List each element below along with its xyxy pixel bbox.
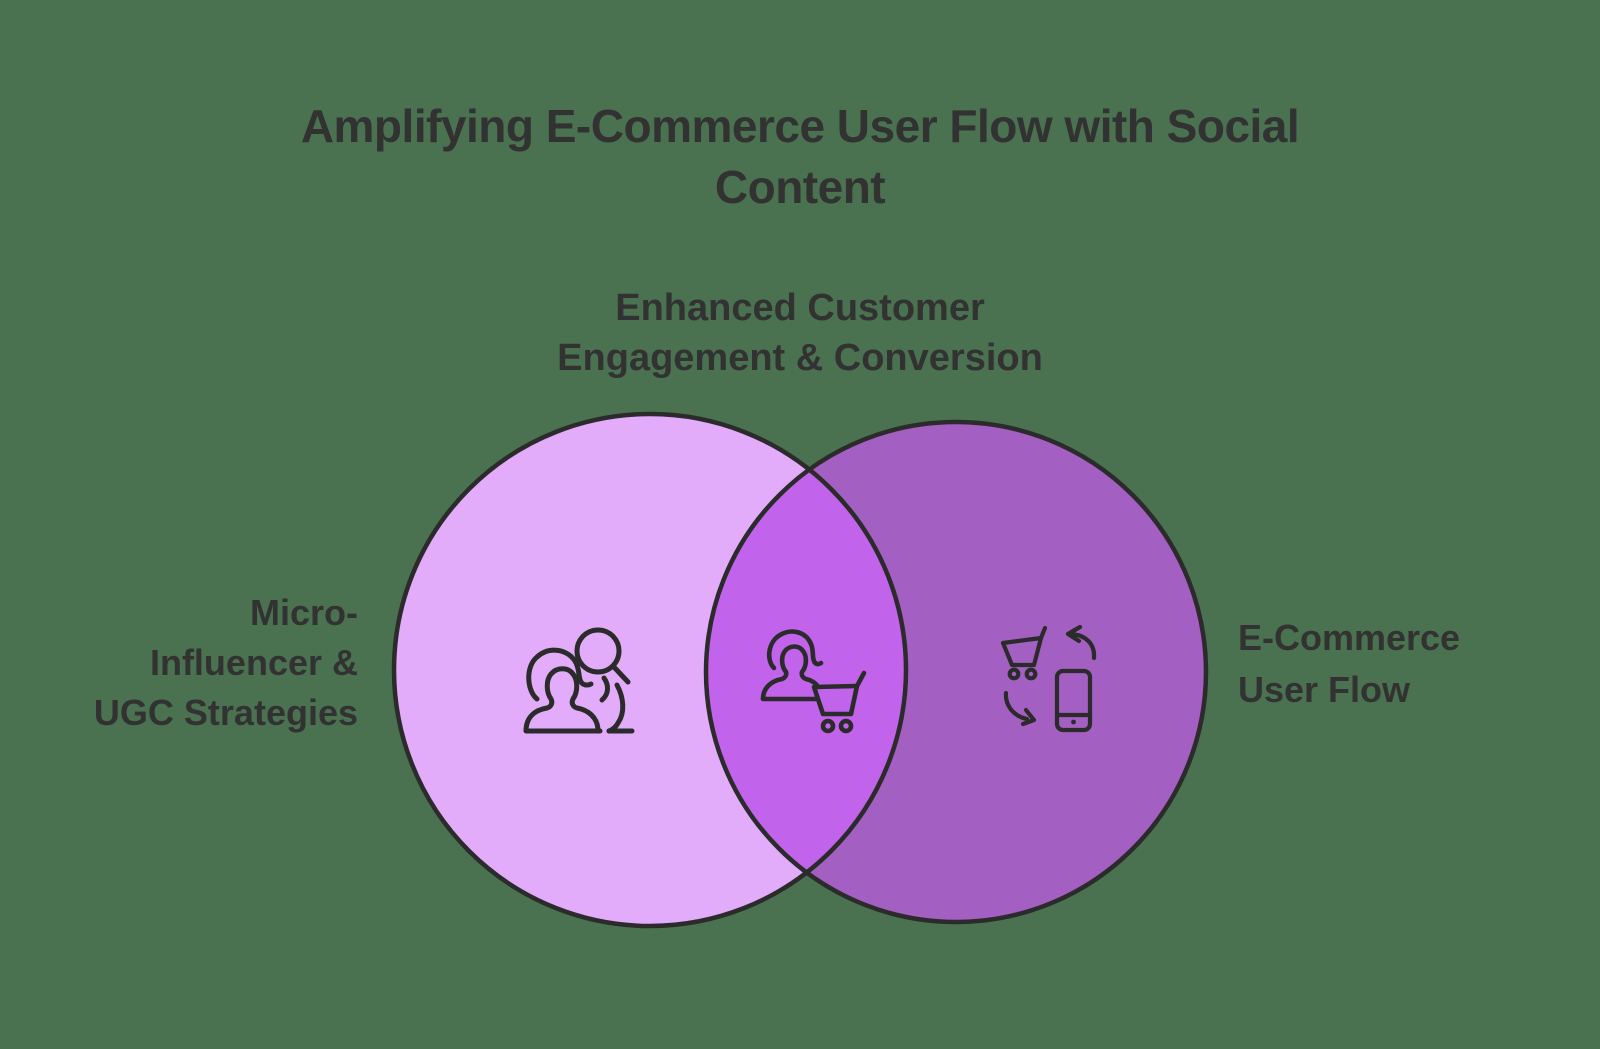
intersection-region	[706, 422, 906, 922]
right-set-label-line-2: User Flow	[1238, 669, 1411, 710]
intersection-label-line-2: Engagement & Conversion	[557, 337, 1043, 379]
intersection-label-line-1: Enhanced Customer	[615, 287, 985, 329]
left-set-label-line-2: Influencer &	[149, 642, 358, 683]
intersection-label: Enhanced Customer Engagement & Conversio…	[320, 283, 1280, 383]
page-title: Amplifying E-Commerce User Flow with Soc…	[170, 96, 1430, 217]
woman-shopper-cart-icon	[760, 629, 867, 734]
right-set-label-line-1: E-Commerce	[1238, 617, 1461, 658]
left-circle-outline	[391, 411, 909, 929]
right-circle-outline	[703, 419, 1209, 925]
phone-home-dot	[1071, 719, 1076, 725]
left-set-label: Micro- Influencer & UGC Strategies	[0, 588, 358, 738]
page-title-line-2: Content	[714, 160, 886, 213]
left-set-label-line-1: Micro-	[250, 592, 358, 633]
influencer-search-icon	[523, 627, 635, 734]
cart-phone-flow-icon	[1000, 624, 1097, 733]
page-title-line-1: Amplifying E-Commerce User Flow with Soc…	[300, 100, 1300, 152]
left-set-label-line-3: UGC Strategies	[93, 692, 358, 733]
right-set-label: E-Commerce User Flow	[1238, 612, 1568, 716]
